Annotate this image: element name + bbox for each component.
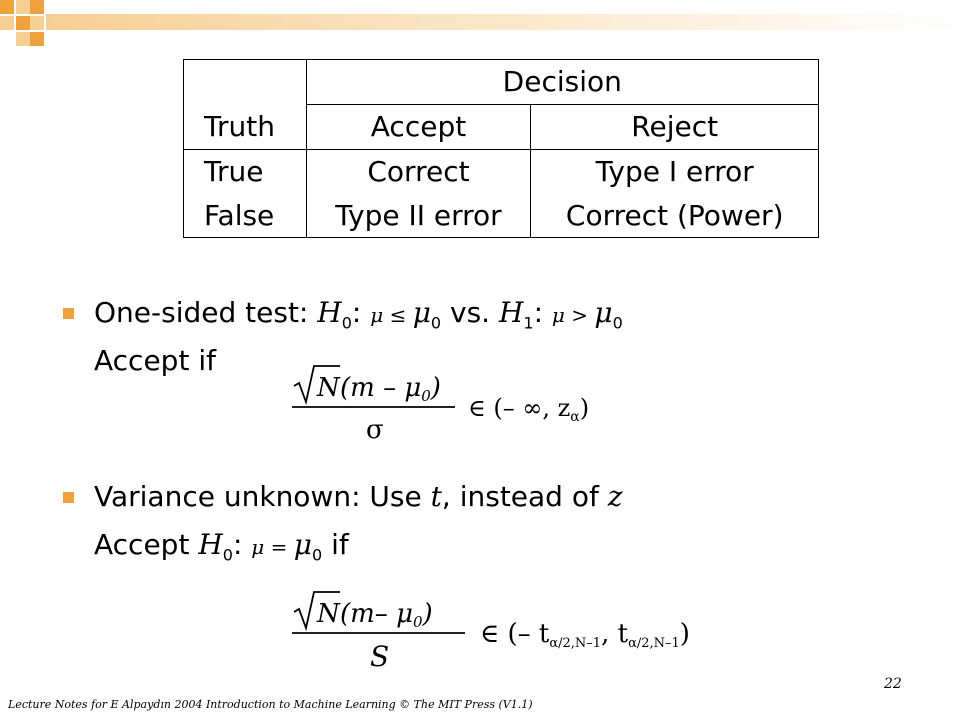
header-decoration — [0, 0, 960, 46]
table-cell: Correct — [305, 148, 532, 194]
bullet-marker — [63, 308, 74, 319]
math-symbol: t — [430, 480, 442, 513]
math-symbol: H — [498, 296, 524, 329]
table-col-reject: Reject — [530, 103, 819, 150]
header-square — [0, 0, 14, 14]
bullet-text: , instead of — [441, 480, 608, 513]
table-cell: True — [183, 148, 307, 194]
table-cell: False — [183, 193, 307, 239]
footer-citation: Lecture Notes for E Alpaydın 2004 Introd… — [8, 698, 533, 711]
table-cell: Type I error — [530, 148, 819, 194]
math-subscript: 0 — [612, 313, 623, 333]
bullet-line-accept-h0: Accept H0: μ = μ0 if — [94, 528, 349, 565]
eq-sqrt-n: N — [316, 599, 341, 629]
math-symbol: = — [264, 535, 294, 559]
math-subscript: 0 — [430, 313, 442, 333]
math-subscript: 0 — [311, 545, 323, 565]
header-gradient-bar — [46, 14, 960, 30]
math-symbol: μ — [551, 303, 565, 327]
eq-rhs: ∈ (– tα/2,N–1, tα/2,N–1) — [480, 619, 690, 651]
eq-rhs: ∈ (– ∞, zα) — [468, 394, 589, 425]
header-square — [30, 16, 44, 30]
math-symbol: H — [317, 296, 342, 329]
bullet-text: if — [322, 528, 349, 561]
sqrt-symbol — [293, 365, 340, 406]
equation-one-sided: N (m – μ0) σ ∈ (– ∞, zα) — [292, 365, 589, 445]
math-subscript: 1 — [523, 313, 534, 333]
header-square — [30, 32, 44, 46]
math-symbol: μ — [251, 535, 265, 559]
bullet-text: Variance unknown: Use — [94, 480, 431, 513]
bullet-marker — [63, 492, 74, 503]
eq-numerator: (m– μ0) — [340, 599, 433, 631]
sqrt-symbol — [293, 591, 340, 632]
bullet-text: : — [533, 296, 552, 329]
math-symbol: μ — [370, 303, 384, 327]
math-symbol: ≤ — [383, 303, 413, 327]
math-symbol: μ — [412, 296, 431, 329]
header-square — [16, 32, 30, 46]
table-col-accept: Accept — [305, 103, 532, 150]
eq-denominator: σ — [366, 415, 384, 445]
math-symbol: μ — [594, 296, 613, 329]
bullet-one-sided-test: One-sided test: H0: μ ≤ μ0 vs. H1: μ > μ… — [94, 296, 623, 333]
page-number: 22 — [884, 676, 902, 692]
eq-sqrt-n: N — [316, 373, 341, 403]
header-square — [0, 16, 14, 30]
table-col-truth: Truth — [183, 104, 307, 150]
table-corner-cell — [183, 59, 307, 105]
equation-t-test: N (m– μ0) S ∈ (– tα/2,N–1, tα/2,N–1) — [292, 591, 690, 672]
eq-numerator: (m – μ0) — [340, 373, 441, 405]
table-header-decision: Decision — [305, 59, 820, 105]
header-square — [30, 0, 44, 14]
bullet-text: vs. — [441, 296, 499, 329]
header-square — [16, 0, 30, 14]
decision-table: Decision Truth Accept Reject True Correc… — [183, 59, 820, 239]
math-symbol: > — [564, 303, 595, 327]
bullet-text: Accept — [94, 528, 199, 561]
math-symbol: z — [607, 480, 623, 513]
bullet-variance-unknown: Variance unknown: Use t, instead of z — [94, 480, 623, 513]
eq-denominator: S — [370, 640, 389, 672]
math-subscript: 0 — [222, 545, 233, 565]
bullet-line-accept-if: Accept if — [94, 344, 216, 377]
bullet-text: : — [232, 528, 252, 561]
table-cell: Type II error — [305, 193, 532, 239]
header-square — [16, 16, 30, 30]
bullet-text: One-sided test: — [94, 296, 318, 329]
math-symbol: μ — [293, 528, 312, 561]
math-symbol: H — [198, 528, 223, 561]
table-cell: Correct (Power) — [530, 193, 819, 239]
math-subscript: 0 — [341, 313, 352, 333]
bullet-text: : — [351, 296, 371, 329]
